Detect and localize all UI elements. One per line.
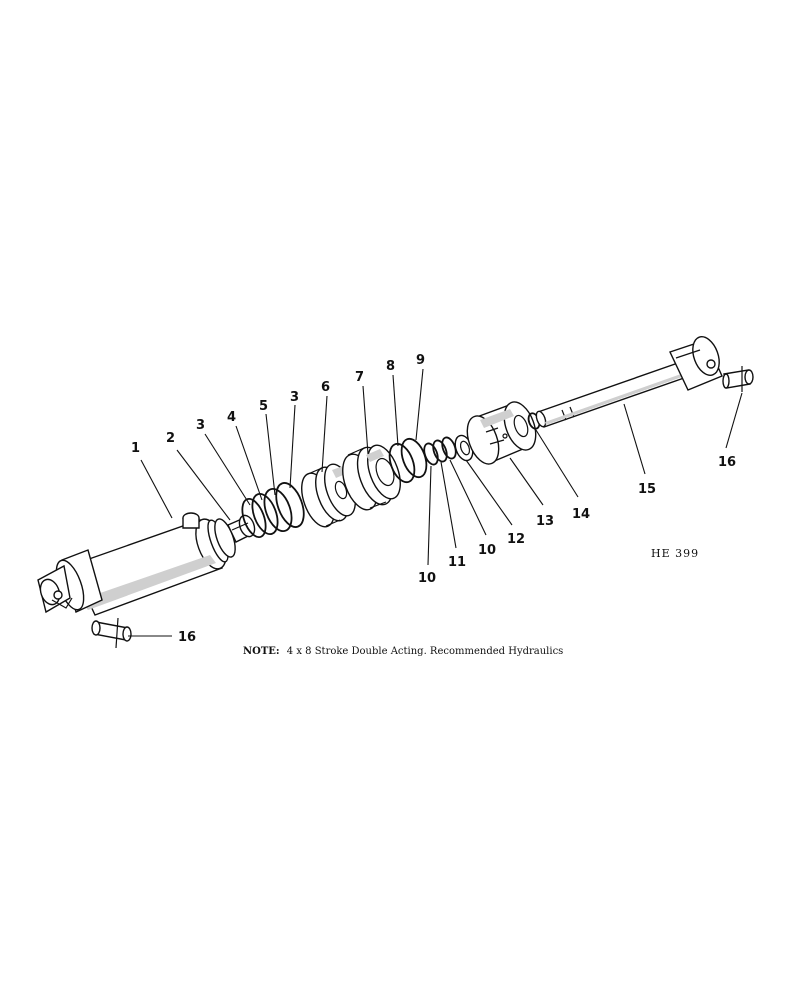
leader-lines <box>128 368 743 637</box>
drawing-code: HE 399 <box>651 547 699 560</box>
callout-numbers: 1 2 3 4 5 3 6 7 8 9 10 11 10 12 13 14 15… <box>131 353 736 645</box>
seal-ring-8 <box>388 442 416 484</box>
small-seal-11 <box>432 439 448 463</box>
callout-9: 9 <box>416 353 425 368</box>
callout-5: 5 <box>259 399 268 414</box>
clevis-pin-right <box>722 366 754 392</box>
callout-11: 11 <box>448 555 466 570</box>
small-seal-10a <box>423 442 439 466</box>
callout-4: 4 <box>227 410 236 425</box>
callout-10a: 10 <box>418 571 436 586</box>
callout-6: 6 <box>321 380 330 395</box>
callout-2: 2 <box>166 431 175 446</box>
callout-13: 13 <box>536 514 554 529</box>
seal-ring-3b <box>275 482 305 528</box>
callout-3b: 3 <box>290 390 299 405</box>
cylinder-barrel <box>37 512 236 616</box>
callout-16b: 16 <box>178 630 196 645</box>
clevis-pin-left <box>91 617 132 649</box>
callout-8: 8 <box>386 359 395 374</box>
seal-ring-3a <box>241 497 267 539</box>
cylinder-head-cap <box>466 401 537 465</box>
note-text: 4 x 8 Stroke Double Acting. Recommended … <box>287 646 564 657</box>
callout-7: 7 <box>355 370 364 385</box>
piston-rod <box>535 336 723 428</box>
callout-14: 14 <box>572 507 590 522</box>
callout-12: 12 <box>507 532 525 547</box>
seal-ring-5 <box>263 488 293 532</box>
callout-1: 1 <box>131 441 140 456</box>
callout-3a: 3 <box>196 418 205 433</box>
figure-note: NOTE: 4 x 8 Stroke Double Acting. Recomm… <box>243 646 563 657</box>
seal-ring-4 <box>251 493 279 535</box>
gland <box>342 444 401 511</box>
callout-16a: 16 <box>718 455 736 470</box>
note-label: NOTE: <box>243 646 280 657</box>
callout-10b: 10 <box>478 543 496 558</box>
callout-15: 15 <box>638 482 656 497</box>
